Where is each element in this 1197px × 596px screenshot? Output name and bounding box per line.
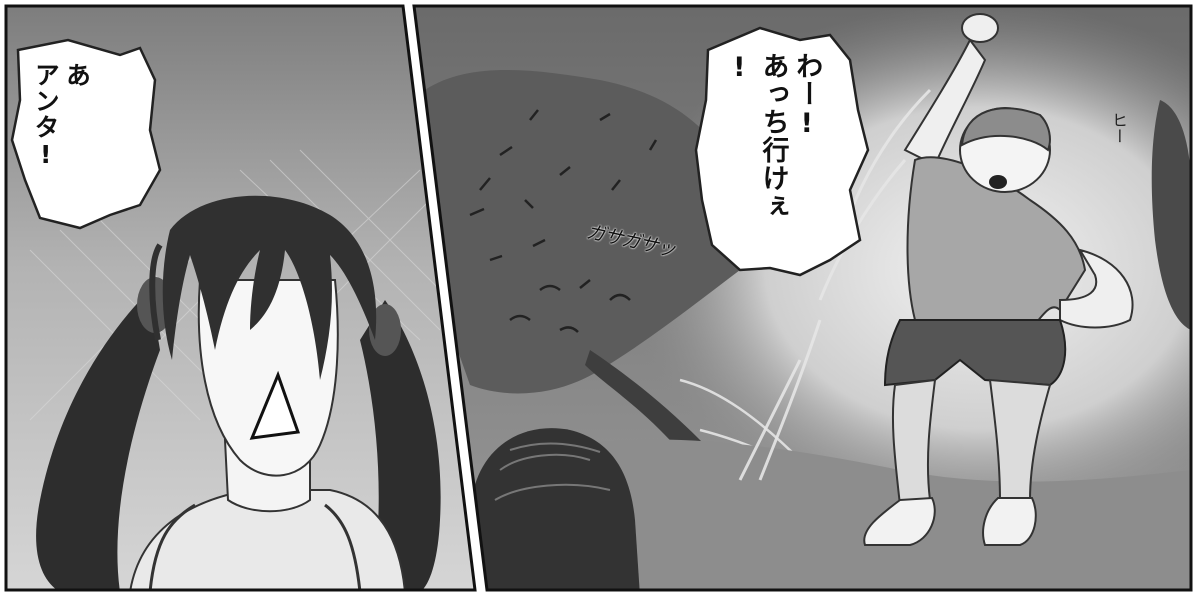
speech-bubble-right	[694, 26, 870, 277]
speech-bubble-left	[10, 38, 162, 230]
boy-figure	[863, 13, 1134, 546]
speech-right-line-1: わー!	[791, 52, 823, 140]
speech-left: あ アンタ!	[30, 62, 93, 170]
speech-right: わー! あっち行けぇ !	[722, 52, 823, 220]
speech-left-line-1: あ	[62, 62, 92, 88]
right-panel	[414, 6, 1191, 590]
right-panel-border	[412, 4, 1193, 592]
speech-left-line-2: アンタ!	[31, 62, 61, 170]
speech-right-line-3: !	[723, 52, 755, 84]
sound-effect-cry: ヒー	[1109, 112, 1128, 144]
left-panel	[6, 6, 475, 590]
left-panel-border	[4, 4, 477, 592]
speech-right-line-2: あっち行けぇ	[757, 52, 789, 220]
